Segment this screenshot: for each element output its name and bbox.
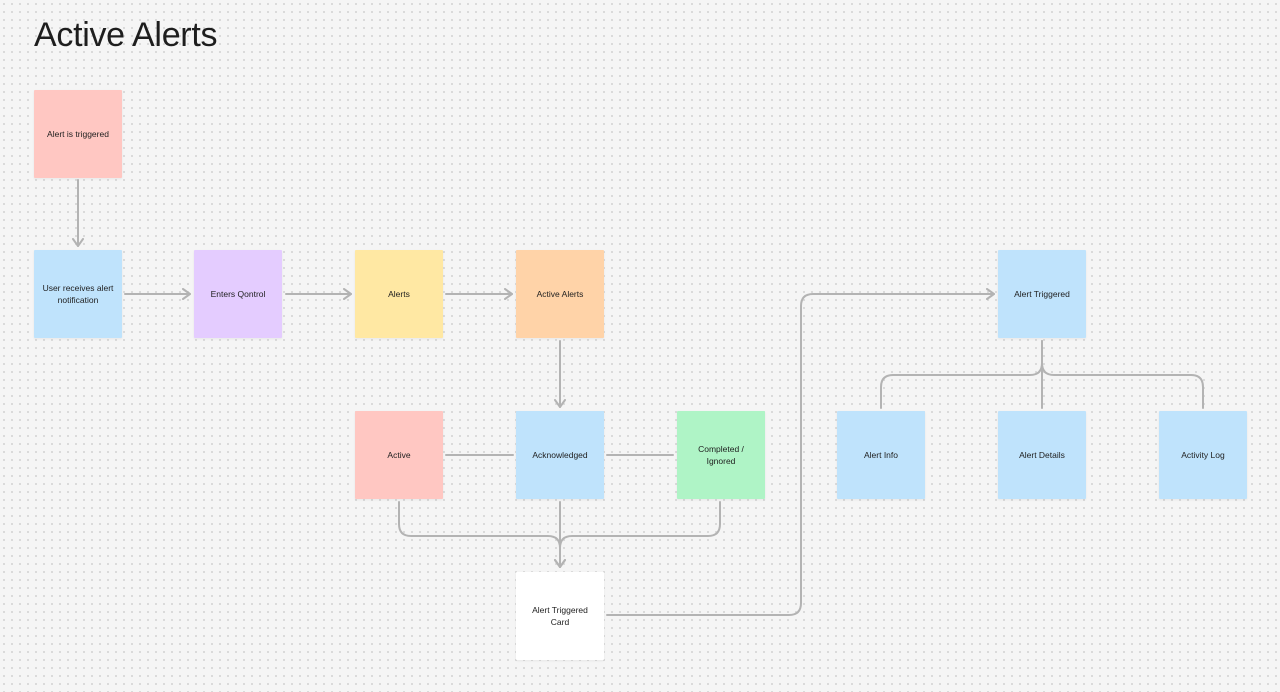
sticky-alert-info[interactable]: Alert Info bbox=[837, 411, 925, 499]
connector-alert-triggered-to-alert-info[interactable] bbox=[880, 340, 1043, 409]
sticky-label: Acknowledged bbox=[532, 450, 588, 460]
sticky-label: Completed / Ignored bbox=[698, 444, 744, 466]
connector-completed-to-card[interactable] bbox=[559, 501, 721, 549]
sticky-label: Alert Details bbox=[1019, 450, 1065, 460]
sticky-label: Alert Triggered bbox=[1014, 289, 1070, 299]
sticky-alerts[interactable]: Alerts bbox=[355, 250, 443, 338]
sticky-user-receives-notification[interactable]: User receives alert notification bbox=[34, 250, 122, 338]
connector-alert-triggered-to-activity-log[interactable] bbox=[1041, 362, 1204, 409]
sticky-acknowledged[interactable]: Acknowledged bbox=[516, 411, 604, 499]
sticky-activity-log[interactable]: Activity Log bbox=[1159, 411, 1247, 499]
connector-card-to-alert-triggered[interactable] bbox=[606, 288, 995, 616]
connector-active-to-card[interactable] bbox=[398, 501, 566, 568]
sticky-alert-triggered[interactable]: Alert Triggered bbox=[998, 250, 1086, 338]
sticky-label: Active Alerts bbox=[536, 289, 584, 299]
sticky-label: Active bbox=[387, 450, 411, 460]
sticky-active-alerts[interactable]: Active Alerts bbox=[516, 250, 604, 338]
sticky-label: Activity Log bbox=[1181, 450, 1225, 460]
sticky-label: Alerts bbox=[388, 289, 410, 299]
sticky-label: Alert Info bbox=[863, 450, 899, 460]
board-title: Active Alerts bbox=[34, 16, 218, 54]
sticky-active[interactable]: Active bbox=[355, 411, 443, 499]
sticky-label: Alert is triggered bbox=[47, 129, 109, 139]
sticky-alert-details[interactable]: Alert Details bbox=[998, 411, 1086, 499]
sticky-label: Enters Qontrol bbox=[210, 289, 266, 299]
sticky-label: Alert Triggered Card bbox=[532, 605, 588, 627]
sticky-completed-ignored[interactable]: Completed / Ignored bbox=[677, 411, 765, 499]
sticky-alert-is-triggered[interactable]: Alert is triggered bbox=[34, 90, 122, 178]
sticky-alert-triggered-card[interactable]: Alert Triggered Card bbox=[516, 572, 604, 660]
sticky-label: User receives alert notification bbox=[42, 283, 114, 305]
sticky-enters-qontrol[interactable]: Enters Qontrol bbox=[194, 250, 282, 338]
